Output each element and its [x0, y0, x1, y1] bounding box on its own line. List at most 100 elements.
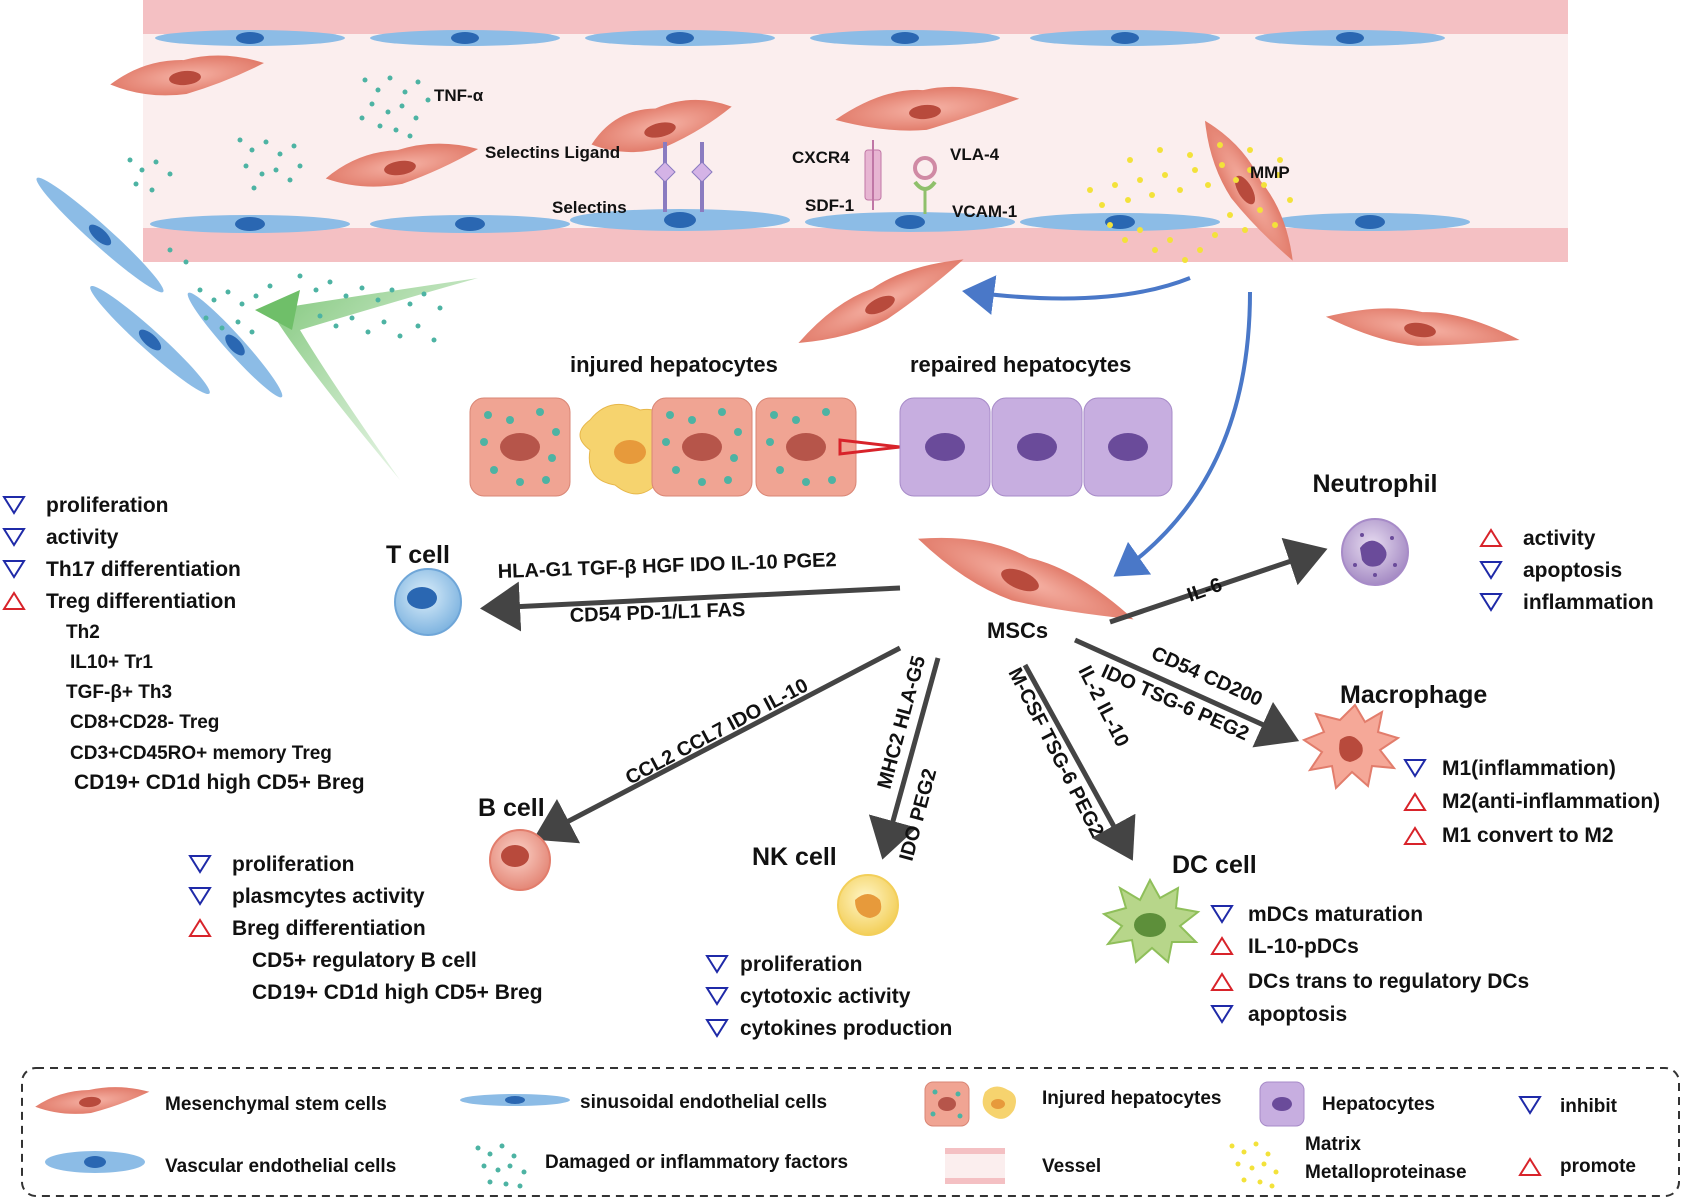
- legend-injured-icon: [924, 1081, 1016, 1127]
- nkcell-effect-2: cytotoxic activity: [740, 985, 911, 1008]
- legend-vascular-icon: [45, 1151, 145, 1173]
- tcell-effect-4: Treg differentiation: [46, 590, 236, 613]
- neutrophil-effect-1: activity: [1523, 527, 1596, 550]
- bcell-effect-3: Breg differentiation: [232, 917, 426, 940]
- tcell-subtype-6: CD19+ CD1d high CD5+ Breg: [74, 771, 365, 794]
- bcell-effect-1: proliferation: [232, 853, 355, 876]
- repaired-hepatocytes: [899, 397, 1173, 497]
- mmp-label: MMP: [1250, 163, 1290, 182]
- tnf-label: TNF-α: [434, 86, 484, 105]
- arrow-to-bcell: [533, 645, 902, 844]
- promote-symbol: [1403, 792, 1427, 811]
- promote-symbol: [1210, 936, 1234, 955]
- dccell-effects: mDCs maturation IL-10-pDCs DCs trans to …: [1210, 903, 1529, 1026]
- repair-arrow: [838, 438, 901, 456]
- legend-injured: Injured hepatocytes: [1042, 1088, 1222, 1109]
- inhibit-symbol: [705, 955, 729, 974]
- bcell-factors: CCL2 CCL7 IDO IL-10: [622, 675, 812, 790]
- mscs-label: MSCs: [987, 618, 1048, 643]
- legend-matrix-line2: Metalloproteinase: [1305, 1162, 1467, 1183]
- nkcell-effect-1: proliferation: [740, 953, 863, 976]
- inhibit-symbol: [1403, 759, 1427, 778]
- dccell-effect-2: IL-10-pDCs: [1248, 935, 1359, 958]
- inhibit-symbol: [1479, 561, 1503, 580]
- injured-hepatocytes: [469, 397, 857, 497]
- macrophage-effects: M1(inflammation) M2(anti-inflammation) M…: [1403, 757, 1660, 847]
- macrophage-title: Macrophage: [1340, 681, 1487, 709]
- neutrophil-effect-3: inflammation: [1523, 591, 1654, 614]
- bcell-icon: [489, 829, 551, 891]
- legend-border: [21, 1067, 1680, 1197]
- tcell-effect-2: activity: [46, 526, 119, 549]
- cxcr4-sdf1-molecule: [864, 140, 882, 210]
- vla4-label: VLA-4: [950, 145, 1000, 164]
- macrophage-effect-2: M2(anti-inflammation): [1442, 790, 1660, 813]
- tcell-subtype-2: IL10+ Tr1: [70, 652, 153, 673]
- tcell-effects: proliferation activity Th17 differentiat…: [2, 494, 365, 794]
- msc-cells-vessel: [110, 55, 1293, 261]
- tcell-icon: [394, 568, 462, 636]
- legend-sinusoidal-icon: [460, 1094, 570, 1106]
- bcell-subtype-1: CD5+ regulatory B cell: [252, 949, 477, 972]
- legend-msc-icon: [35, 1087, 150, 1114]
- arrow-to-tcell: [480, 581, 901, 632]
- macrophage-effect-1: M1(inflammation): [1442, 757, 1616, 780]
- legend: Mesenchymal stem cells sinusoidal endoth…: [21, 1067, 1680, 1197]
- inhibit-symbol: [2, 496, 26, 515]
- tcell-subtype-1: Th2: [66, 622, 100, 643]
- msc-migrating: [798, 259, 1520, 346]
- inflammatory-factors-vessel: [127, 75, 431, 193]
- legend-promote: promote: [1560, 1156, 1636, 1177]
- promote-symbol: [188, 918, 212, 937]
- legend-hepatocytes: Hepatocytes: [1322, 1094, 1435, 1115]
- nkcell-effects: proliferation cytotoxic activity cytokin…: [705, 953, 952, 1040]
- dccell-effect-3: DCs trans to regulatory DCs: [1248, 970, 1529, 993]
- dccell-effect-4: apoptosis: [1248, 1003, 1347, 1026]
- vla4-vcam1-molecule: [913, 156, 937, 214]
- promote-symbol: [1479, 528, 1503, 547]
- legend-mmp-icon: [1229, 1141, 1279, 1189]
- legend-matrix-line1: Matrix: [1305, 1134, 1361, 1155]
- bcell-title: B cell: [478, 794, 545, 822]
- promote-symbol: [1403, 826, 1427, 845]
- promote-symbol: [2, 591, 26, 610]
- dccell-effect-1: mDCs maturation: [1248, 903, 1423, 926]
- legend-hepatocyte-icon: [1259, 1081, 1305, 1127]
- selectin-molecules: [654, 142, 713, 212]
- dccell-icon: [1101, 877, 1201, 964]
- vcam1-label: VCAM-1: [952, 202, 1017, 221]
- inhibit-symbol: [2, 560, 26, 579]
- migration-arrow: [962, 275, 1191, 315]
- legend-promote-icon: [1518, 1157, 1542, 1176]
- inhibit-symbol: [188, 887, 212, 906]
- legend-vessel-icon: [945, 1148, 1005, 1184]
- inhibit-symbol: [1210, 1005, 1234, 1024]
- injured-hepatocytes-label: injured hepatocytes: [570, 352, 778, 377]
- nkcell-title: NK cell: [752, 843, 837, 871]
- bcell-effects: proliferation plasmcytes activity Breg d…: [188, 853, 543, 1004]
- macrophage-effect-3: M1 convert to M2: [1442, 824, 1614, 847]
- repaired-hepatocytes-label: repaired hepatocytes: [910, 352, 1131, 377]
- tcell-subtype-5: CD3+CD45RO+ memory Treg: [70, 743, 332, 764]
- legend-vessel: Vessel: [1042, 1156, 1101, 1177]
- inhibit-symbol: [2, 528, 26, 547]
- arrow-to-macrophage: [1073, 637, 1300, 748]
- legend-sinusoidal: sinusoidal endothelial cells: [580, 1092, 827, 1113]
- neutrophil-effect-2: apoptosis: [1523, 559, 1622, 582]
- inhibit-symbol: [1479, 593, 1503, 612]
- cxcr4-label: CXCR4: [792, 148, 850, 167]
- arrow-to-neutrophil: [1109, 537, 1328, 625]
- legend-inhibit: inhibit: [1560, 1096, 1618, 1117]
- selectins-ligand-label: Selectins Ligand: [485, 143, 620, 162]
- inhibit-symbol: [188, 855, 212, 874]
- neutrophil-effects: activity apoptosis inflammation: [1479, 527, 1654, 614]
- nkcell-effect-3: cytokines production: [740, 1017, 952, 1040]
- msc-center: [918, 537, 1134, 620]
- arrow-to-nkcell: [868, 657, 941, 860]
- vascular-endothelial-cells-bottom: [150, 209, 1470, 233]
- tcell-title: T cell: [386, 541, 450, 569]
- legend-factors-icon: [475, 1143, 527, 1189]
- tcell-effect-1: proliferation: [46, 494, 169, 517]
- macrophage-icon: [1301, 703, 1401, 791]
